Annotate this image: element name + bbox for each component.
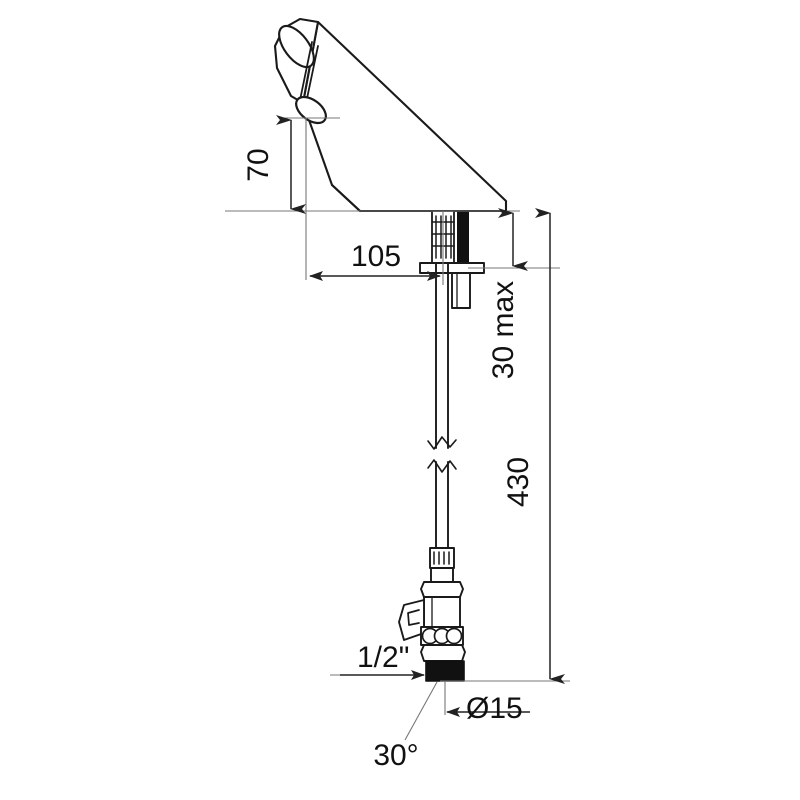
hose-coupling (429, 547, 455, 583)
break-line-lower (427, 459, 457, 473)
lock-nut (451, 272, 471, 309)
lever-handle (398, 599, 425, 641)
dim-430-label: 430 (502, 457, 535, 507)
dim-70: 70 (242, 115, 306, 214)
dim-d15: Ø15 (446, 692, 530, 725)
body-underside-edge (330, 183, 362, 213)
dim-30deg: 30° (373, 739, 418, 772)
supply-thread (425, 660, 465, 682)
dim-30max-label: 30 max (487, 281, 520, 379)
dim-30max: 30 max (487, 208, 528, 379)
filter-union (420, 626, 464, 646)
body (301, 20, 508, 213)
dim-d15-label: Ø15 (466, 692, 523, 725)
flex-hose-lower (427, 459, 457, 549)
dim-105: 105 (309, 240, 441, 281)
dim-70-label: 70 (242, 148, 275, 181)
cable-column (457, 211, 469, 263)
dim-30deg-label: 30° (373, 739, 418, 772)
dim-half-inch-label: 1/2" (357, 641, 409, 674)
dim-105-label: 105 (351, 240, 401, 273)
break-line (427, 436, 457, 450)
dim-half-inch: 1/2" (340, 641, 425, 680)
dim-430: 430 (502, 208, 565, 684)
stop-valve (398, 581, 466, 662)
spout-tip (273, 17, 320, 109)
flex-hose (427, 262, 457, 450)
